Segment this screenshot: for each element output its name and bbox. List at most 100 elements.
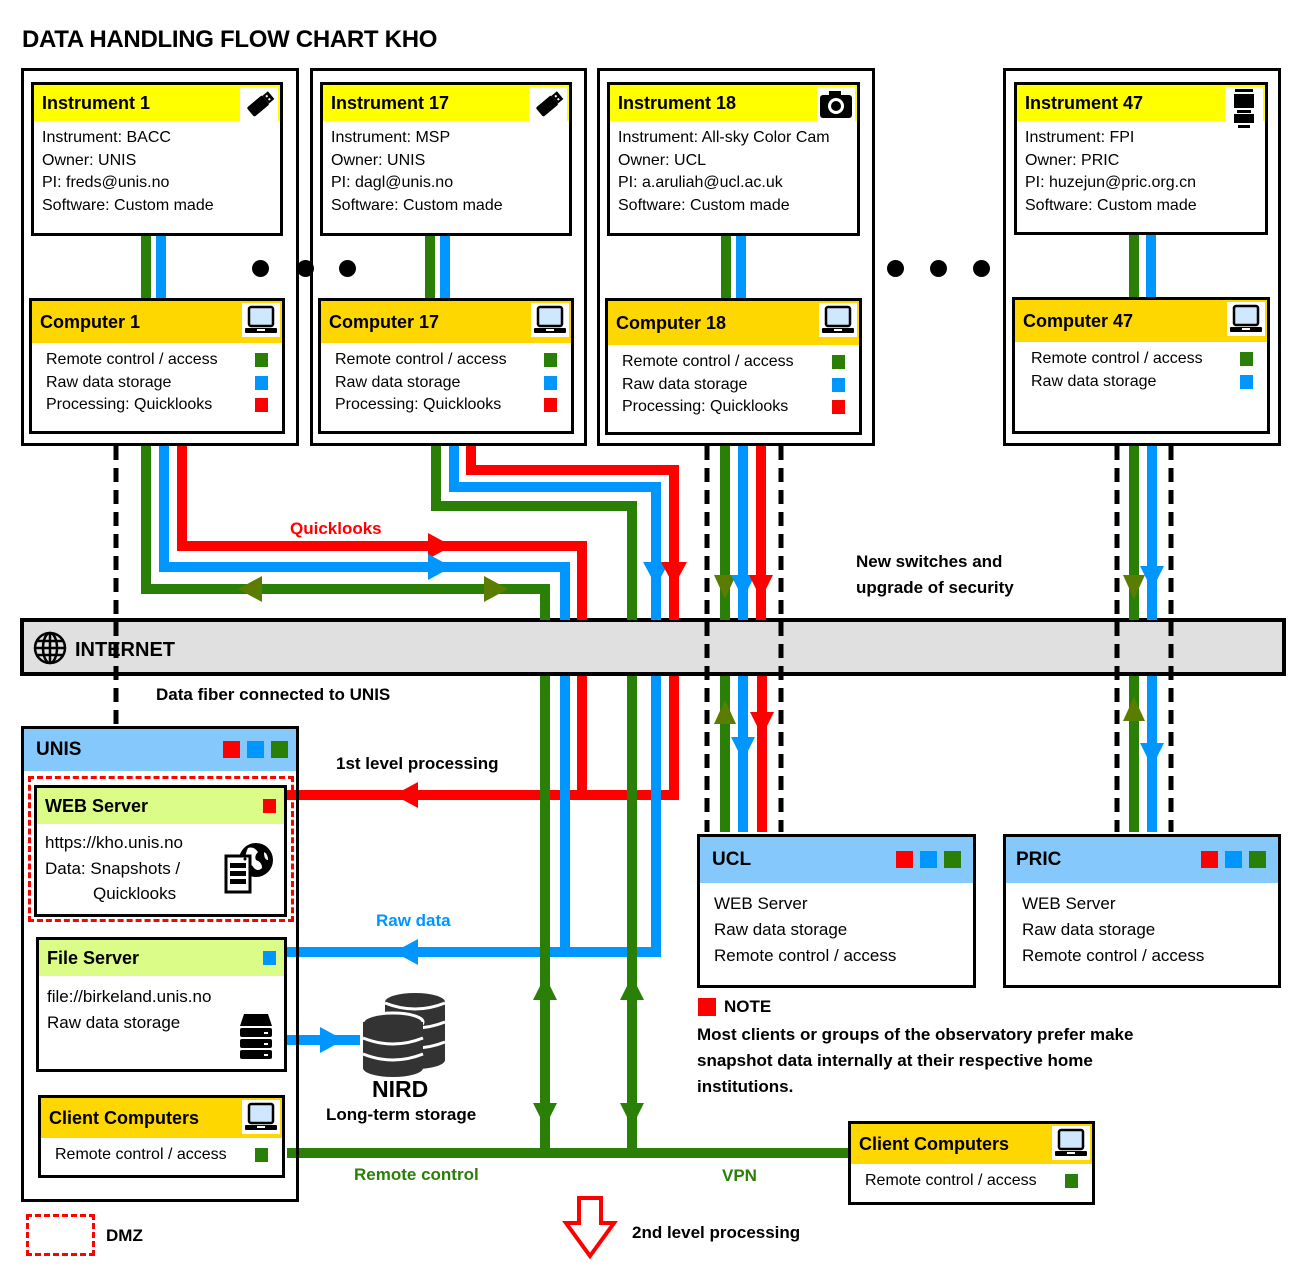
computer-header: Computer 1 bbox=[40, 311, 141, 332]
instrument-header: Instrument 1 bbox=[42, 92, 151, 113]
globe-icon bbox=[31, 630, 69, 671]
arrow-down-green bbox=[714, 575, 736, 599]
ucl-web-server: WEB Server bbox=[714, 894, 808, 913]
second-level-processing-label: 2nd level processing bbox=[632, 1223, 801, 1242]
blue-legend-square bbox=[544, 375, 557, 390]
raw-data-label: Raw data bbox=[376, 911, 451, 930]
laptop-icon bbox=[819, 303, 857, 337]
instrument-software: Software: Custom made bbox=[618, 196, 790, 214]
second-level-arrow-icon bbox=[562, 1196, 618, 1260]
ellipsis-dot bbox=[339, 260, 356, 277]
instrument-header: Instrument 47 bbox=[1025, 92, 1144, 113]
red-legend-square bbox=[1201, 851, 1218, 868]
ellipsis-dot bbox=[252, 260, 269, 277]
instrument-owner: Owner: UNIS bbox=[331, 151, 426, 169]
new-switches-label-1: New switches and bbox=[856, 552, 1003, 571]
ucl-remote-control: Remote control / access bbox=[714, 946, 897, 965]
green-legend-square bbox=[944, 851, 961, 868]
capability-remote: Remote control / access bbox=[1031, 350, 1203, 367]
arrow-right-blue bbox=[428, 554, 452, 580]
capability-remote: Remote control / access bbox=[46, 351, 218, 368]
capability-processing: Processing: Quicklooks bbox=[46, 396, 213, 413]
pric-header: PRIC bbox=[1016, 849, 1062, 870]
arrow-up-green bbox=[714, 700, 736, 724]
pric-card[interactable]: PRIC WEB Server Raw data storage Remote … bbox=[1003, 834, 1281, 988]
instrument-type: Instrument: All-sky Color Cam bbox=[618, 129, 830, 146]
instrument-card-1[interactable]: Instrument 1 Instrument: BACC Owner: UNI… bbox=[31, 82, 283, 236]
unis-header: UNIS bbox=[36, 739, 82, 760]
web-server-card[interactable]: WEB Server https://kho.unis.no Data: Sna… bbox=[34, 785, 287, 917]
arrow-down-blue bbox=[1140, 566, 1164, 590]
capability-processing: Processing: Quicklooks bbox=[622, 398, 789, 415]
file-server-card[interactable]: File Server file://birkeland.unis.no Raw… bbox=[36, 937, 287, 1072]
green-legend-square bbox=[1065, 1174, 1078, 1189]
instrument-owner: Owner: UNIS bbox=[42, 151, 137, 169]
remote-control-label: Remote control bbox=[354, 1165, 479, 1184]
instrument-software: Software: Custom made bbox=[1025, 196, 1197, 214]
blue-legend-square bbox=[247, 741, 264, 758]
raw-data-blue-line-b bbox=[287, 676, 661, 957]
ellipsis-dot bbox=[297, 260, 314, 277]
vpn-label: VPN bbox=[722, 1166, 757, 1185]
arrow-down-blue bbox=[1140, 743, 1164, 767]
arrow-down-green bbox=[620, 1103, 644, 1127]
instrument-card-17[interactable]: Instrument 17 Instrument: MSP Owner: UNI… bbox=[320, 82, 572, 236]
capability-remote: Remote control / access bbox=[622, 353, 794, 370]
file-server-desc: Raw data storage bbox=[47, 1012, 181, 1032]
unis-client-computers-card[interactable]: Client Computers Remote control / access bbox=[38, 1095, 285, 1178]
nird-subtitle: Long-term storage bbox=[326, 1105, 477, 1124]
data-fiber-label: Data fiber connected to UNIS bbox=[156, 685, 391, 704]
instrument-card-18[interactable]: Instrument 18 Instrument: All-sky Color … bbox=[607, 82, 860, 236]
computer-card-18[interactable]: Computer 18 Remote control / access Raw … bbox=[605, 298, 862, 435]
red-legend-square bbox=[544, 398, 557, 413]
internet-label-group: INTERNET bbox=[31, 630, 175, 671]
camera-icon bbox=[817, 87, 855, 121]
remote-client-computers-card[interactable]: Client Computers Remote control / access bbox=[848, 1121, 1095, 1205]
computer-card-1[interactable]: Computer 1 Remote control / access Raw d… bbox=[29, 298, 285, 434]
red-legend-square bbox=[832, 400, 845, 415]
green-legend-square bbox=[544, 353, 557, 368]
file-server-url[interactable]: file://birkeland.unis.no bbox=[47, 987, 212, 1006]
note-line: snapshot data internally at their respec… bbox=[697, 1051, 1093, 1070]
instrument-pi[interactable]: PI: huzejun@pric.org.cn bbox=[1025, 174, 1196, 191]
pric-remote-control: Remote control / access bbox=[1022, 946, 1205, 965]
red-legend-square bbox=[255, 398, 268, 413]
database-icon bbox=[355, 990, 455, 1085]
pric-raw-storage: Raw data storage bbox=[1022, 920, 1156, 939]
arrow-left-red bbox=[394, 782, 418, 808]
computer-header: Computer 17 bbox=[329, 311, 440, 332]
client-computers-header: Client Computers bbox=[859, 1133, 1010, 1154]
arrow-left-blue bbox=[394, 939, 418, 965]
capability-raw: Raw data storage bbox=[46, 373, 172, 391]
laptop-icon bbox=[1052, 1126, 1090, 1160]
c1-green-line bbox=[141, 446, 550, 620]
web-server-data-cont: Quicklooks bbox=[93, 884, 177, 903]
instrument-pi[interactable]: PI: a.aruliah@ucl.ac.uk bbox=[618, 174, 783, 191]
c17-blue-line bbox=[449, 446, 661, 620]
dmz-legend-box bbox=[26, 1214, 95, 1256]
usb-stick-icon bbox=[529, 87, 567, 121]
web-server-url[interactable]: https://kho.unis.no bbox=[45, 833, 183, 852]
computer-card-17[interactable]: Computer 17 Remote control / access Raw … bbox=[318, 298, 574, 434]
computer-card-47[interactable]: Computer 47 Remote control / access Raw … bbox=[1012, 297, 1270, 434]
pric-web-server: WEB Server bbox=[1022, 894, 1116, 913]
instrument-pi[interactable]: PI: freds@unis.no bbox=[42, 174, 170, 191]
arrow-right-green bbox=[484, 576, 508, 602]
capability-remote: Remote control / access bbox=[335, 351, 507, 368]
green-legend-square bbox=[1240, 352, 1253, 367]
internet-label: INTERNET bbox=[75, 639, 175, 661]
laptop-icon bbox=[242, 1100, 280, 1134]
instrument-type: Instrument: FPI bbox=[1025, 129, 1135, 146]
arrow-down-red bbox=[749, 575, 773, 599]
ucl-card[interactable]: UCL WEB Server Raw data storage Remote c… bbox=[697, 834, 976, 988]
instrument-pi[interactable]: PI: dagl@unis.no bbox=[331, 174, 454, 191]
capability-processing: Processing: Quicklooks bbox=[335, 396, 502, 413]
file-server-header: File Server bbox=[47, 947, 140, 968]
usb-stick-icon bbox=[240, 87, 278, 121]
laptop-icon bbox=[242, 303, 280, 337]
instrument-card-47[interactable]: Instrument 47 Instrument: FPI Owner: PRI… bbox=[1014, 82, 1268, 235]
capability-raw: Raw data storage bbox=[1031, 372, 1157, 390]
note-title: NOTE bbox=[724, 997, 772, 1016]
green-legend-square bbox=[832, 355, 845, 370]
